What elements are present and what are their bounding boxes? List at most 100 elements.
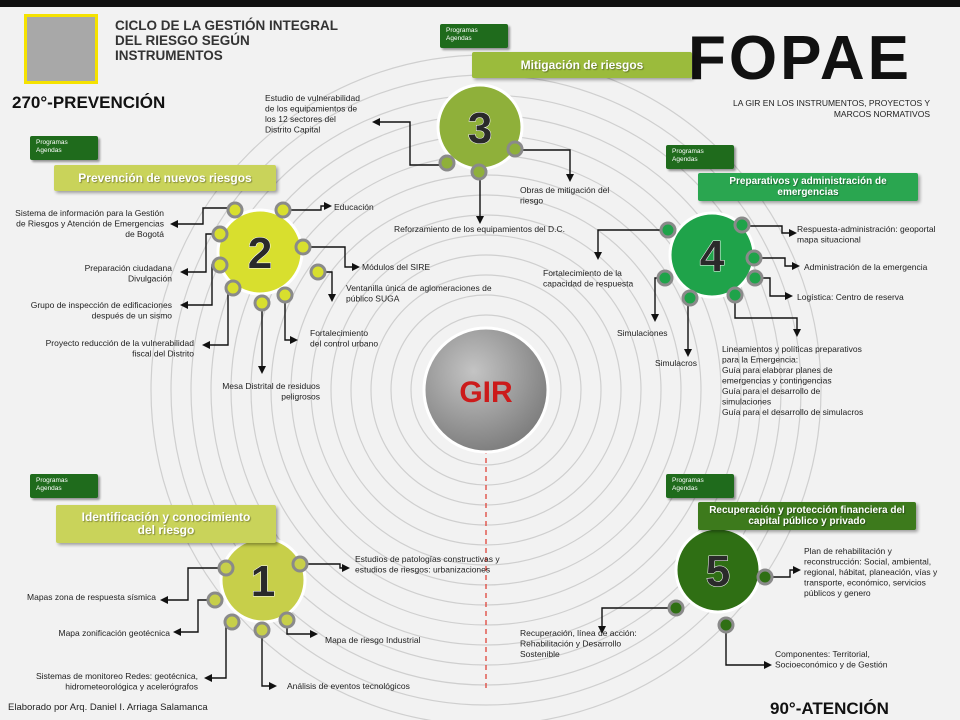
- arrow-n2-proyecto: [202, 287, 233, 349]
- node-satellite: [726, 286, 744, 304]
- arrow-n5-componentes: [725, 625, 772, 669]
- node-satellite: [226, 201, 244, 219]
- node-satellite: [294, 238, 312, 256]
- banner-recuperacion: Recuperación y protección financiera del…: [698, 502, 916, 530]
- node-satellite: [438, 154, 456, 172]
- node-satellite: [309, 263, 327, 281]
- concentric-rings: [150, 54, 822, 720]
- label-n4-administracion: Administración de la emergencia: [804, 262, 928, 272]
- arrow-n1-sistemas: [204, 621, 232, 682]
- label-n1-sistemas: Sistemas de monitoreo Redes: geotécnica,…: [36, 671, 198, 692]
- node-satellite: [291, 555, 309, 573]
- arrow-n1-analisis: [261, 630, 277, 690]
- node-satellite: [224, 279, 242, 297]
- arrow-n1-mapas: [160, 567, 227, 604]
- arrow-n1-estudios: [300, 563, 350, 572]
- arrow-n3-estudio: [372, 118, 455, 166]
- node-satellite: [206, 591, 224, 609]
- label-n1-mapa-geotecnica: Mapa zonificación geotécnica: [58, 628, 170, 638]
- node-satellite: [506, 140, 524, 158]
- node-satellite: [253, 294, 271, 312]
- connector-arrows: [160, 118, 801, 690]
- node-satellite: [717, 616, 735, 634]
- label-n5-componentes: Componentes: Territorial,Socioeconómico …: [775, 649, 888, 670]
- node-satellite: [211, 256, 229, 274]
- center-circle: [422, 326, 550, 454]
- node-satellite: [274, 201, 292, 219]
- node-satellite: [253, 621, 271, 639]
- label-n3-reforzamiento: Reforzamiento de los equipamientos del D…: [394, 224, 565, 234]
- node-satellite: [756, 568, 774, 586]
- label-n1-mapa-industrial: Mapa de riesgo Industrial: [325, 635, 421, 645]
- ring: [330, 234, 642, 546]
- node-number: 4: [700, 232, 725, 281]
- banner-prevencion: Prevención de nuevos riesgos: [54, 165, 276, 191]
- arrow-n4-administracion: [754, 257, 800, 270]
- arrow-n4-lineamientos: [734, 295, 801, 337]
- node-number: 5: [706, 547, 730, 596]
- node-satellite: [470, 163, 488, 181]
- cycle-node-4: 4: [656, 211, 764, 307]
- cycle-node-3: 3: [436, 83, 524, 181]
- center-gir: GIR: [422, 326, 550, 454]
- node-satellite: [223, 613, 241, 631]
- node-number: 2: [248, 229, 272, 278]
- fopae-brand: FOPAE: [688, 24, 912, 93]
- arrow-n4-respuesta: [742, 225, 797, 237]
- label-n4-simulaciones: Simulaciones: [617, 328, 668, 338]
- node-satellite: [733, 216, 751, 234]
- top-bar: [0, 0, 960, 7]
- node-satellite: [746, 269, 764, 287]
- node-satellite: [659, 221, 677, 239]
- arrow-n2-modulos: [302, 246, 360, 271]
- arrow-n4-fortalecimiento: [594, 229, 668, 260]
- node-satellite: [656, 269, 674, 287]
- arrow-n2-educacion: [287, 202, 332, 211]
- ring: [410, 314, 562, 466]
- label-n2-educacion: Educación: [334, 202, 374, 212]
- node-satellite: [217, 559, 235, 577]
- brand-subtitle: LA GIR EN LOS INSTRUMENTOS, PROYECTOS Y …: [733, 98, 930, 119]
- cycle-node-5: 5: [667, 526, 774, 634]
- node-satellite: [681, 289, 699, 307]
- cycle-node-2: 2: [211, 201, 327, 312]
- label-n2-modulos: Módulos del SIRE: [362, 262, 430, 272]
- quadrant-prevention: 270°-PREVENCIÓN: [12, 93, 166, 112]
- logo-placeholder: [24, 14, 98, 84]
- label-n1-analisis: Análisis de eventos tecnológicos: [287, 681, 410, 691]
- page-title: CICLO DE LA GESTIÓN INTEGRAL DEL RIESGO …: [115, 18, 339, 63]
- label-n4-simulacros: Simulacros: [655, 358, 697, 368]
- cycle-nodes: 3 2 4 1 5: [206, 83, 774, 639]
- arrow-n2-fortalecimiento: [284, 298, 298, 344]
- arrow-n5-recuperacion: [598, 607, 676, 634]
- arrow-n2-sistema: [170, 207, 235, 228]
- banner-mitigacion: Mitigación de riesgos: [472, 52, 692, 78]
- node-satellite: [211, 225, 229, 243]
- node-number: 1: [251, 557, 275, 606]
- label-n4-logistica: Logística: Centro de reserva: [797, 292, 904, 302]
- arrow-n5-plan: [765, 566, 801, 578]
- quadrant-attention: 90°-ATENCIÓN: [770, 699, 889, 718]
- node-satellite: [278, 611, 296, 629]
- arrow-n3-obras: [517, 149, 574, 182]
- node-satellite: [276, 286, 294, 304]
- ring: [310, 214, 662, 566]
- node-number: 3: [468, 104, 492, 153]
